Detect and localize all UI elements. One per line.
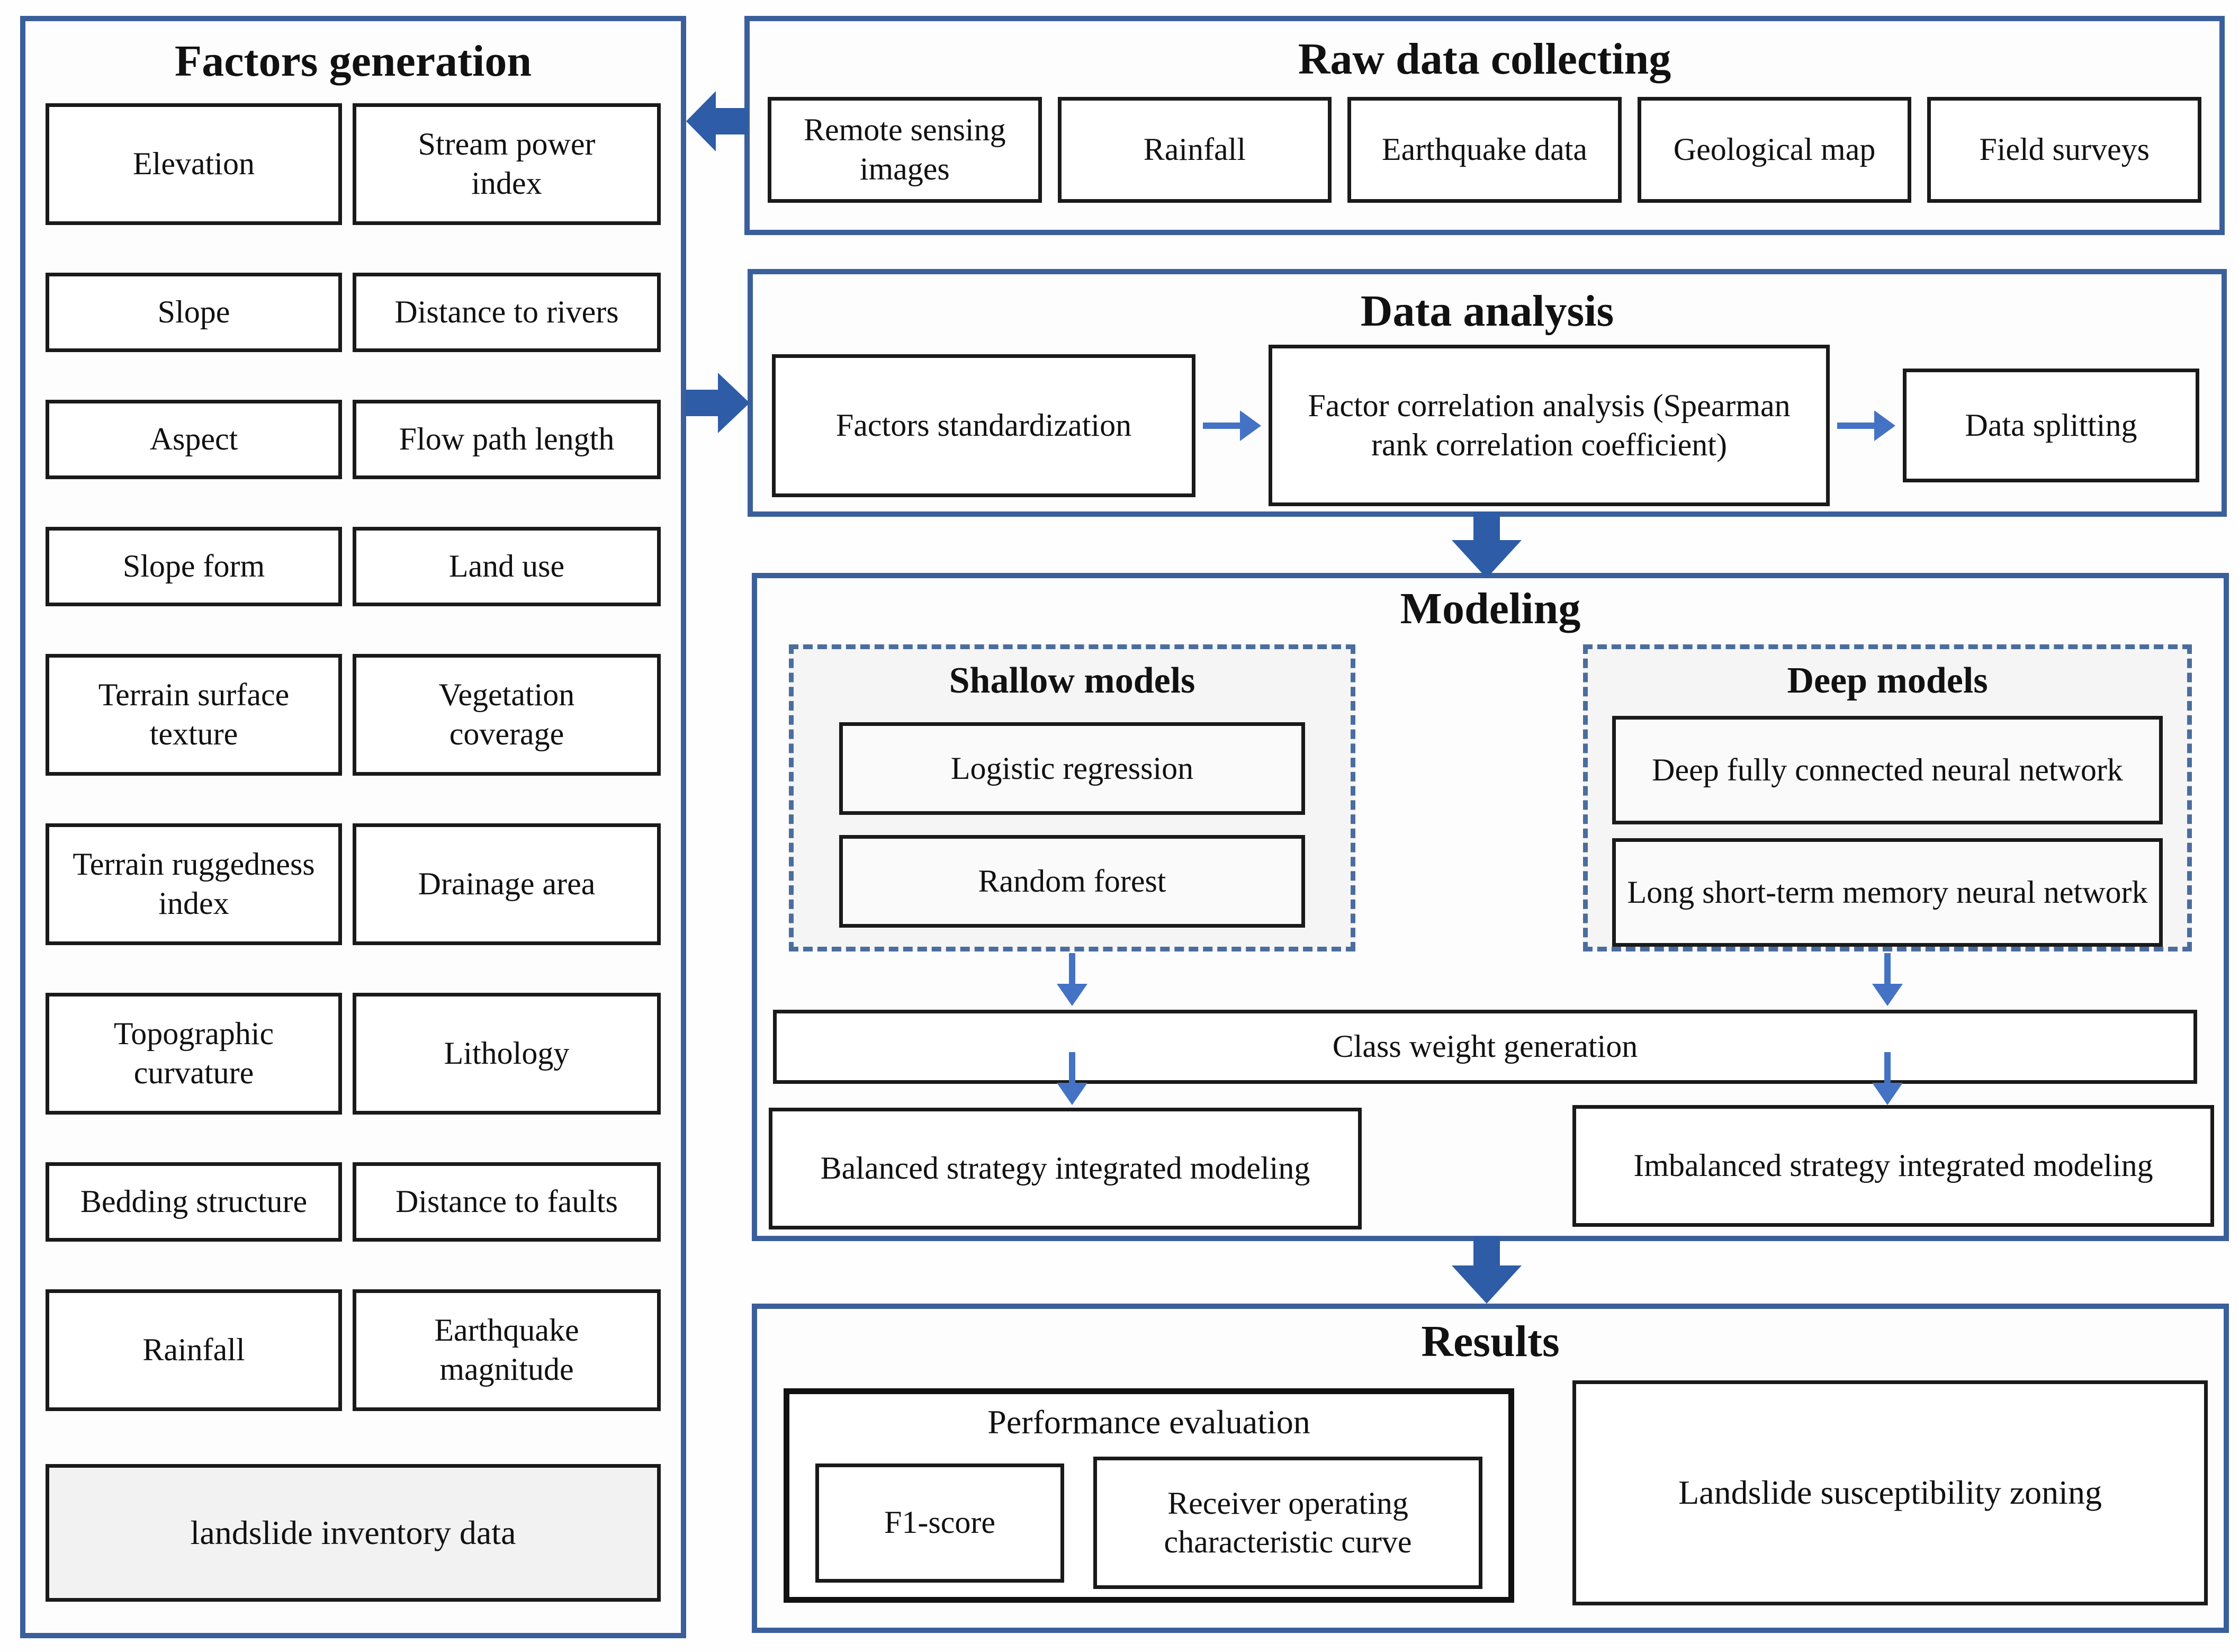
- factors-generation-title: Factors generation: [174, 37, 532, 86]
- random-forest-box: Random forest: [839, 835, 1305, 928]
- roc-curve-box: Receiver operating characteristic curve: [1093, 1457, 1482, 1589]
- down-arrow-icon: [1057, 1052, 1087, 1105]
- factor-row: Terrain ruggedness index Drainage area: [46, 823, 661, 945]
- raw-box-rainfall: Rainfall: [1057, 96, 1332, 203]
- raw-box-geological-map: Geological map: [1637, 96, 1912, 203]
- down-arrow-icon: [1872, 1052, 1903, 1105]
- raw-data-collecting-panel: Raw data collecting Remote sensing image…: [744, 16, 2225, 235]
- deep-fully-connected-box: Deep fully connected neural network: [1612, 716, 2163, 824]
- performance-evaluation-row: F1-score Receiver operating characterist…: [789, 1457, 1508, 1589]
- big-right-arrow-icon: [685, 373, 750, 433]
- factor-box-lithology: Lithology: [353, 992, 661, 1115]
- data-splitting-box: Data splitting: [1903, 369, 2199, 483]
- factor-row: Elevation Stream power index: [46, 103, 661, 225]
- factor-correlation-analysis-box: Factor correlation analysis (Spearman ra…: [1269, 345, 1830, 507]
- factor-box-bedding-structure: Bedding structure: [46, 1162, 342, 1242]
- factor-row: Aspect Flow path length: [46, 399, 661, 479]
- factor-box-slope: Slope: [46, 272, 342, 352]
- factor-box-rainfall: Rainfall: [46, 1289, 342, 1411]
- factor-box-aspect: Aspect: [46, 399, 342, 479]
- shallow-models-title: Shallow models: [949, 660, 1195, 701]
- factor-box-stream-power-index: Stream power index: [353, 103, 661, 225]
- class-weight-generation-box: Class weight generation: [773, 1010, 2197, 1084]
- results-title: Results: [1421, 1317, 1560, 1366]
- performance-evaluation-title: Performance evaluation: [987, 1403, 1310, 1441]
- factor-box-elevation: Elevation: [46, 103, 342, 225]
- factor-box-vegetation-coverage: Vegetation coverage: [353, 653, 661, 776]
- factor-box-flow-path-length: Flow path length: [353, 399, 661, 479]
- factor-box-land-use: Land use: [353, 526, 661, 606]
- raw-data-collecting-title: Raw data collecting: [1298, 34, 1671, 84]
- factor-box-slope-form: Slope form: [46, 526, 342, 606]
- factor-box-earthquake-magnitude: Earthquake magnitude: [353, 1289, 661, 1411]
- factor-box-distance-to-faults: Distance to faults: [353, 1162, 661, 1242]
- big-down-arrow-icon: [1452, 511, 1522, 578]
- factor-row: Rainfall Earthquake magnitude: [46, 1289, 661, 1411]
- results-panel: Results Performance evaluation F1-score …: [752, 1304, 2229, 1633]
- down-arrow-icon: [1872, 953, 1903, 1006]
- raw-box-earthquake-data: Earthquake data: [1347, 96, 1622, 203]
- deep-models-group: Deep models Deep fully connected neural …: [1583, 644, 2192, 951]
- right-arrow-icon: [1837, 410, 1895, 441]
- factor-box-terrain-ruggedness-index: Terrain ruggedness index: [46, 823, 342, 945]
- big-down-arrow-icon: [1452, 1237, 1522, 1304]
- logistic-regression-box: Logistic regression: [839, 722, 1305, 815]
- factor-row: Terrain surface texture Vegetation cover…: [46, 653, 661, 776]
- modeling-title: Modeling: [1400, 584, 1581, 633]
- data-analysis-title: Data analysis: [1360, 286, 1614, 336]
- landslide-inventory-data-box: landslide inventory data: [46, 1464, 661, 1602]
- raw-box-field-surveys: Field surveys: [1927, 96, 2201, 203]
- big-left-arrow-icon: [686, 91, 748, 151]
- raw-box-remote-sensing-images: Remote sensing images: [768, 96, 1042, 203]
- factor-box-distance-to-rivers: Distance to rivers: [353, 272, 661, 352]
- data-analysis-panel: Data analysis Factors standardization Fa…: [748, 269, 2227, 517]
- right-arrow-icon: [1203, 410, 1261, 441]
- down-arrow-icon: [1057, 953, 1087, 1006]
- f1-score-box: F1-score: [815, 1463, 1064, 1583]
- factors-standardization-box: Factors standardization: [772, 354, 1195, 497]
- factor-row: Topographic curvature Lithology: [46, 992, 661, 1115]
- performance-evaluation-box: Performance evaluation F1-score Receiver…: [784, 1388, 1514, 1603]
- shallow-models-group: Shallow models Logistic regression Rando…: [789, 644, 1355, 951]
- deep-models-title: Deep models: [1787, 660, 1988, 701]
- data-analysis-row: Factors standardization Factor correlati…: [753, 344, 2222, 508]
- factor-row: Slope form Land use: [46, 526, 661, 606]
- factors-generation-panel: Factors generation Elevation Stream powe…: [20, 16, 686, 1638]
- factor-box-terrain-surface-texture: Terrain surface texture: [46, 653, 342, 776]
- lstm-box: Long short-term memory neural network: [1612, 838, 2163, 947]
- balanced-strategy-box: Balanced strategy integrated modeling: [769, 1108, 1362, 1229]
- modeling-panel: Modeling Shallow models Logistic regress…: [752, 573, 2229, 1241]
- landslide-susceptibility-zoning-box: Landslide susceptibility zoning: [1572, 1380, 2208, 1605]
- factor-row: Bedding structure Distance to faults: [46, 1162, 661, 1242]
- imbalanced-strategy-box: Imbalanced strategy integrated modeling: [1572, 1105, 2214, 1227]
- factor-box-topographic-curvature: Topographic curvature: [46, 992, 342, 1115]
- factor-box-drainage-area: Drainage area: [353, 823, 661, 945]
- raw-data-row: Remote sensing images Rainfall Earthquak…: [765, 96, 2205, 203]
- factor-row: Slope Distance to rivers: [46, 272, 661, 352]
